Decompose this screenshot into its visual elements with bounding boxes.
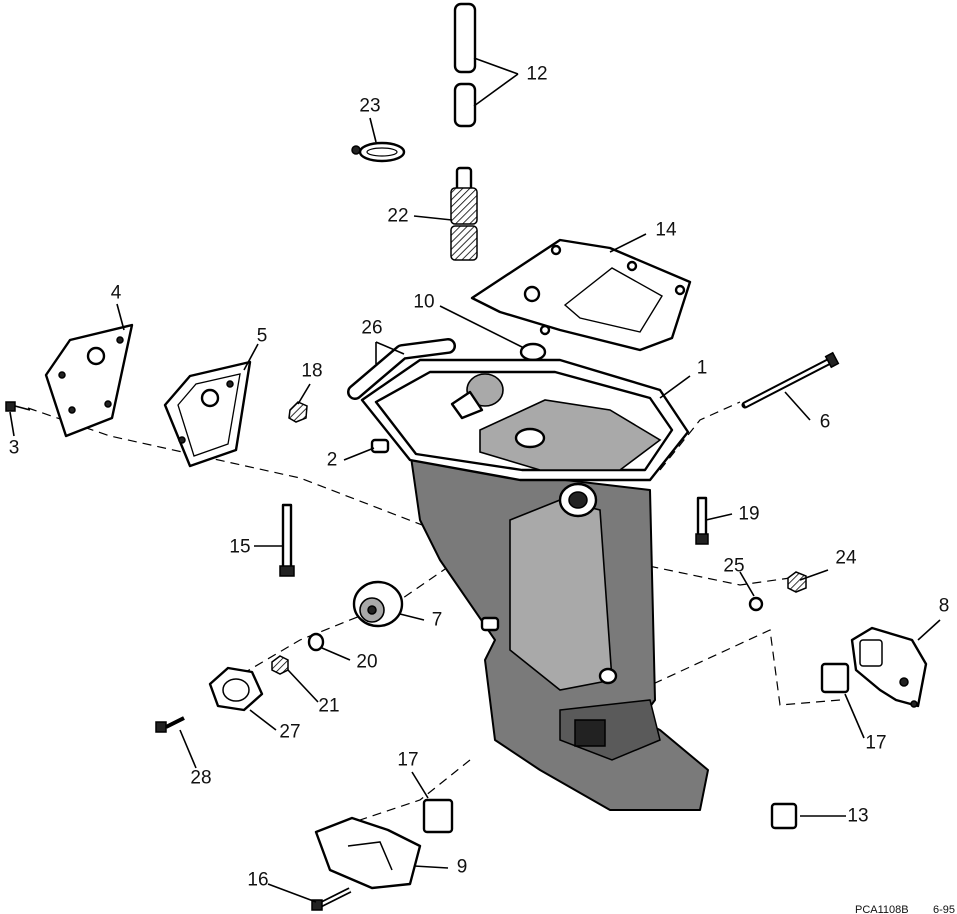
callout-17-lower: 17 <box>397 750 418 771</box>
part-28-screw <box>155 716 185 733</box>
callout-1: 1 <box>697 358 708 379</box>
callout-21: 21 <box>318 696 339 717</box>
part-12-water-tubes <box>453 2 477 128</box>
callout-19: 19 <box>738 504 759 525</box>
callout-8: 8 <box>939 596 950 617</box>
callout-10: 10 <box>413 292 434 313</box>
part-5-cover-gasket <box>163 360 252 468</box>
part-19-stud <box>695 496 709 545</box>
callout-20: 20 <box>356 652 377 673</box>
part-14-gasket <box>470 238 692 352</box>
callout-12: 12 <box>526 64 547 85</box>
date-code: 6-95 <box>933 904 955 914</box>
part-27-gasket <box>208 666 264 712</box>
part-13-pad <box>770 802 798 830</box>
part-26-hose <box>347 338 456 400</box>
callout-2: 2 <box>327 450 338 471</box>
callout-28: 28 <box>190 768 211 789</box>
callout-25: 25 <box>723 556 744 577</box>
callout-5: 5 <box>257 326 268 347</box>
leader-lines <box>9 57 941 903</box>
callout-15: 15 <box>229 537 250 558</box>
callout-27: 27 <box>279 722 300 743</box>
part-20-washer <box>307 632 325 652</box>
part-18-nut <box>288 401 308 423</box>
part-7-mount <box>352 580 404 628</box>
callout-18: 18 <box>301 361 322 382</box>
callout-26: 26 <box>361 318 382 339</box>
part-9-clamp <box>314 816 422 890</box>
callout-3: 3 <box>9 438 20 459</box>
callout-14: 14 <box>655 220 677 241</box>
part-4-cover-plate <box>44 323 134 438</box>
callout-6: 6 <box>820 412 831 433</box>
part-1-exhaust-housing <box>360 358 709 811</box>
part-8-bracket <box>850 626 928 708</box>
callout-16: 16 <box>247 870 268 891</box>
part-24-plug <box>787 571 807 593</box>
part-22-water-screen <box>450 166 478 261</box>
callout-23: 23 <box>359 96 380 117</box>
callout-24: 24 <box>835 548 857 569</box>
part-17-pad-lower <box>422 798 454 834</box>
callout-9: 9 <box>457 857 468 878</box>
part-15-stud <box>279 503 295 577</box>
callout-13: 13 <box>847 806 868 827</box>
callout-22: 22 <box>387 206 408 227</box>
callout-4: 4 <box>111 283 122 304</box>
part-23-hose-clamp <box>351 141 406 163</box>
part-25-washer <box>748 596 764 612</box>
part-21-nut <box>271 655 289 675</box>
part-3-screw <box>5 401 31 412</box>
drawing-code: PCA1108B <box>855 904 909 914</box>
callout-7: 7 <box>432 610 443 631</box>
part-16-bolt <box>311 887 352 911</box>
callout-numbers: 12 23 22 14 10 26 4 5 18 1 6 3 2 19 15 2… <box>9 64 955 914</box>
part-17-pad-upper <box>820 662 850 694</box>
callout-17-upper: 17 <box>865 733 886 754</box>
part-10-o-ring <box>519 342 547 362</box>
part-6-bolt <box>741 351 840 409</box>
